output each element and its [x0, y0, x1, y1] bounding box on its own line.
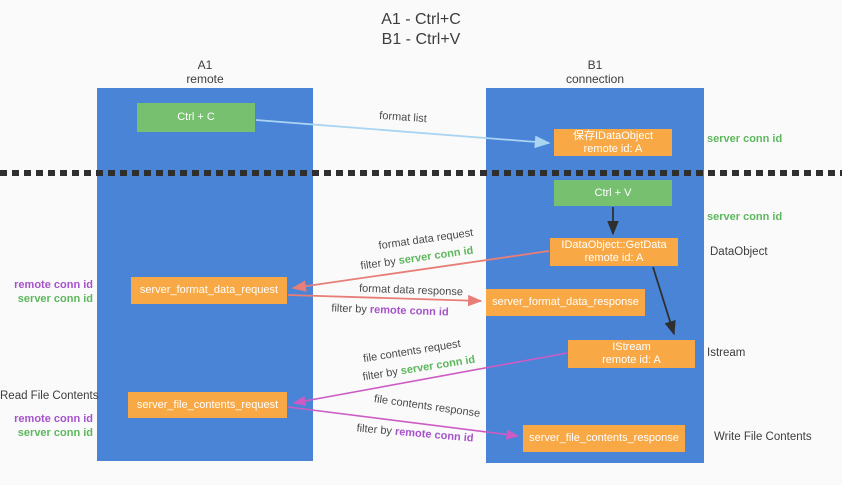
label-format-data-response: format data response [358, 282, 464, 299]
label-server-conn-id-file: server conn id [17, 427, 93, 439]
node-server-file-contents-response-label: server_file_contents_response [529, 432, 679, 444]
node-server-file-contents-response: server_file_contents_response [523, 425, 685, 452]
label-server-conn-id-top: server conn id [707, 133, 783, 145]
lane-a1-role: remote [186, 72, 224, 86]
node-getdata-line1: IDataObject::GetData [561, 239, 667, 251]
filter-by-text: filter by [361, 365, 402, 384]
node-server-format-data-request: server_format_data_request [131, 277, 287, 304]
node-server-format-data-response: server_format_data_response [486, 289, 645, 316]
filter-by-text: filter by [356, 422, 396, 438]
node-istream-line1: IStream [612, 341, 651, 353]
label-filter-by-remote-conn-1: filter by remote conn id [331, 302, 449, 319]
node-ctrl-v-label: Ctrl + V [594, 186, 632, 199]
node-ctrl-c: Ctrl + C [137, 103, 255, 132]
node-idataobject-getdata: IDataObject::GetData remote id: A [550, 238, 678, 266]
node-istream-line2: remote id: A [602, 354, 661, 366]
lane-b1-name: B1 [587, 58, 603, 72]
label-server-conn-id-mid: server conn id [707, 211, 783, 223]
node-server-file-contents-request-label: server_file_contents_request [136, 398, 279, 411]
label-write-file-contents: Write File Contents [714, 431, 812, 443]
node-ctrl-c-label: Ctrl + C [177, 111, 215, 123]
label-file-contents-response: file contents response [373, 393, 481, 420]
remote-conn-id-text: remote conn id [394, 425, 475, 445]
node-getdata-line2: remote id: A [584, 252, 644, 264]
filter-by-text: filter by [359, 255, 400, 273]
filter-by-text: filter by [331, 302, 371, 316]
title-line-1: A1 - Ctrl+C [381, 11, 461, 28]
node-server-file-contents-request: server_file_contents_request [128, 392, 287, 418]
node-save-idataobject-line2: remote id: A [583, 142, 643, 155]
node-save-idataobject-line1: 保存IDataObject [572, 129, 654, 142]
lane-header-b1: B1 connection [486, 58, 704, 86]
lane-a1-name: A1 [197, 58, 213, 72]
machine-boundary-dotted-line [0, 170, 842, 176]
lane-header-a1: A1 remote [97, 58, 313, 86]
lane-b1-role: connection [565, 72, 625, 86]
title-line-2: B1 - Ctrl+V [381, 31, 461, 48]
label-filter-by-server-conn-1: filter by server conn id [360, 245, 474, 274]
label-remote-conn-id-format: remote conn id [14, 279, 93, 291]
label-istream: Istream [707, 347, 746, 359]
label-server-conn-id-format: server conn id [17, 293, 93, 305]
label-remote-conn-id-file: remote conn id [14, 413, 93, 425]
node-server-format-data-response-label: server_format_data_response [492, 296, 639, 308]
node-ctrl-v: Ctrl + V [554, 180, 672, 206]
label-filter-by-remote-conn-2: filter by remote conn id [356, 422, 474, 445]
label-read-file-contents: Read File Contents [0, 390, 99, 402]
label-format-list: format list [378, 109, 428, 126]
node-server-format-data-request-label: server_format_data_request [139, 284, 279, 296]
node-save-idataobject: 保存IDataObject remote id: A [554, 129, 672, 156]
label-dataobject: DataObject [710, 246, 768, 258]
remote-conn-id-text: remote conn id [369, 303, 449, 319]
node-istream: IStream remote id: A [568, 340, 695, 368]
diagram-title: A1 - Ctrl+C B1 - Ctrl+V [0, 10, 842, 50]
